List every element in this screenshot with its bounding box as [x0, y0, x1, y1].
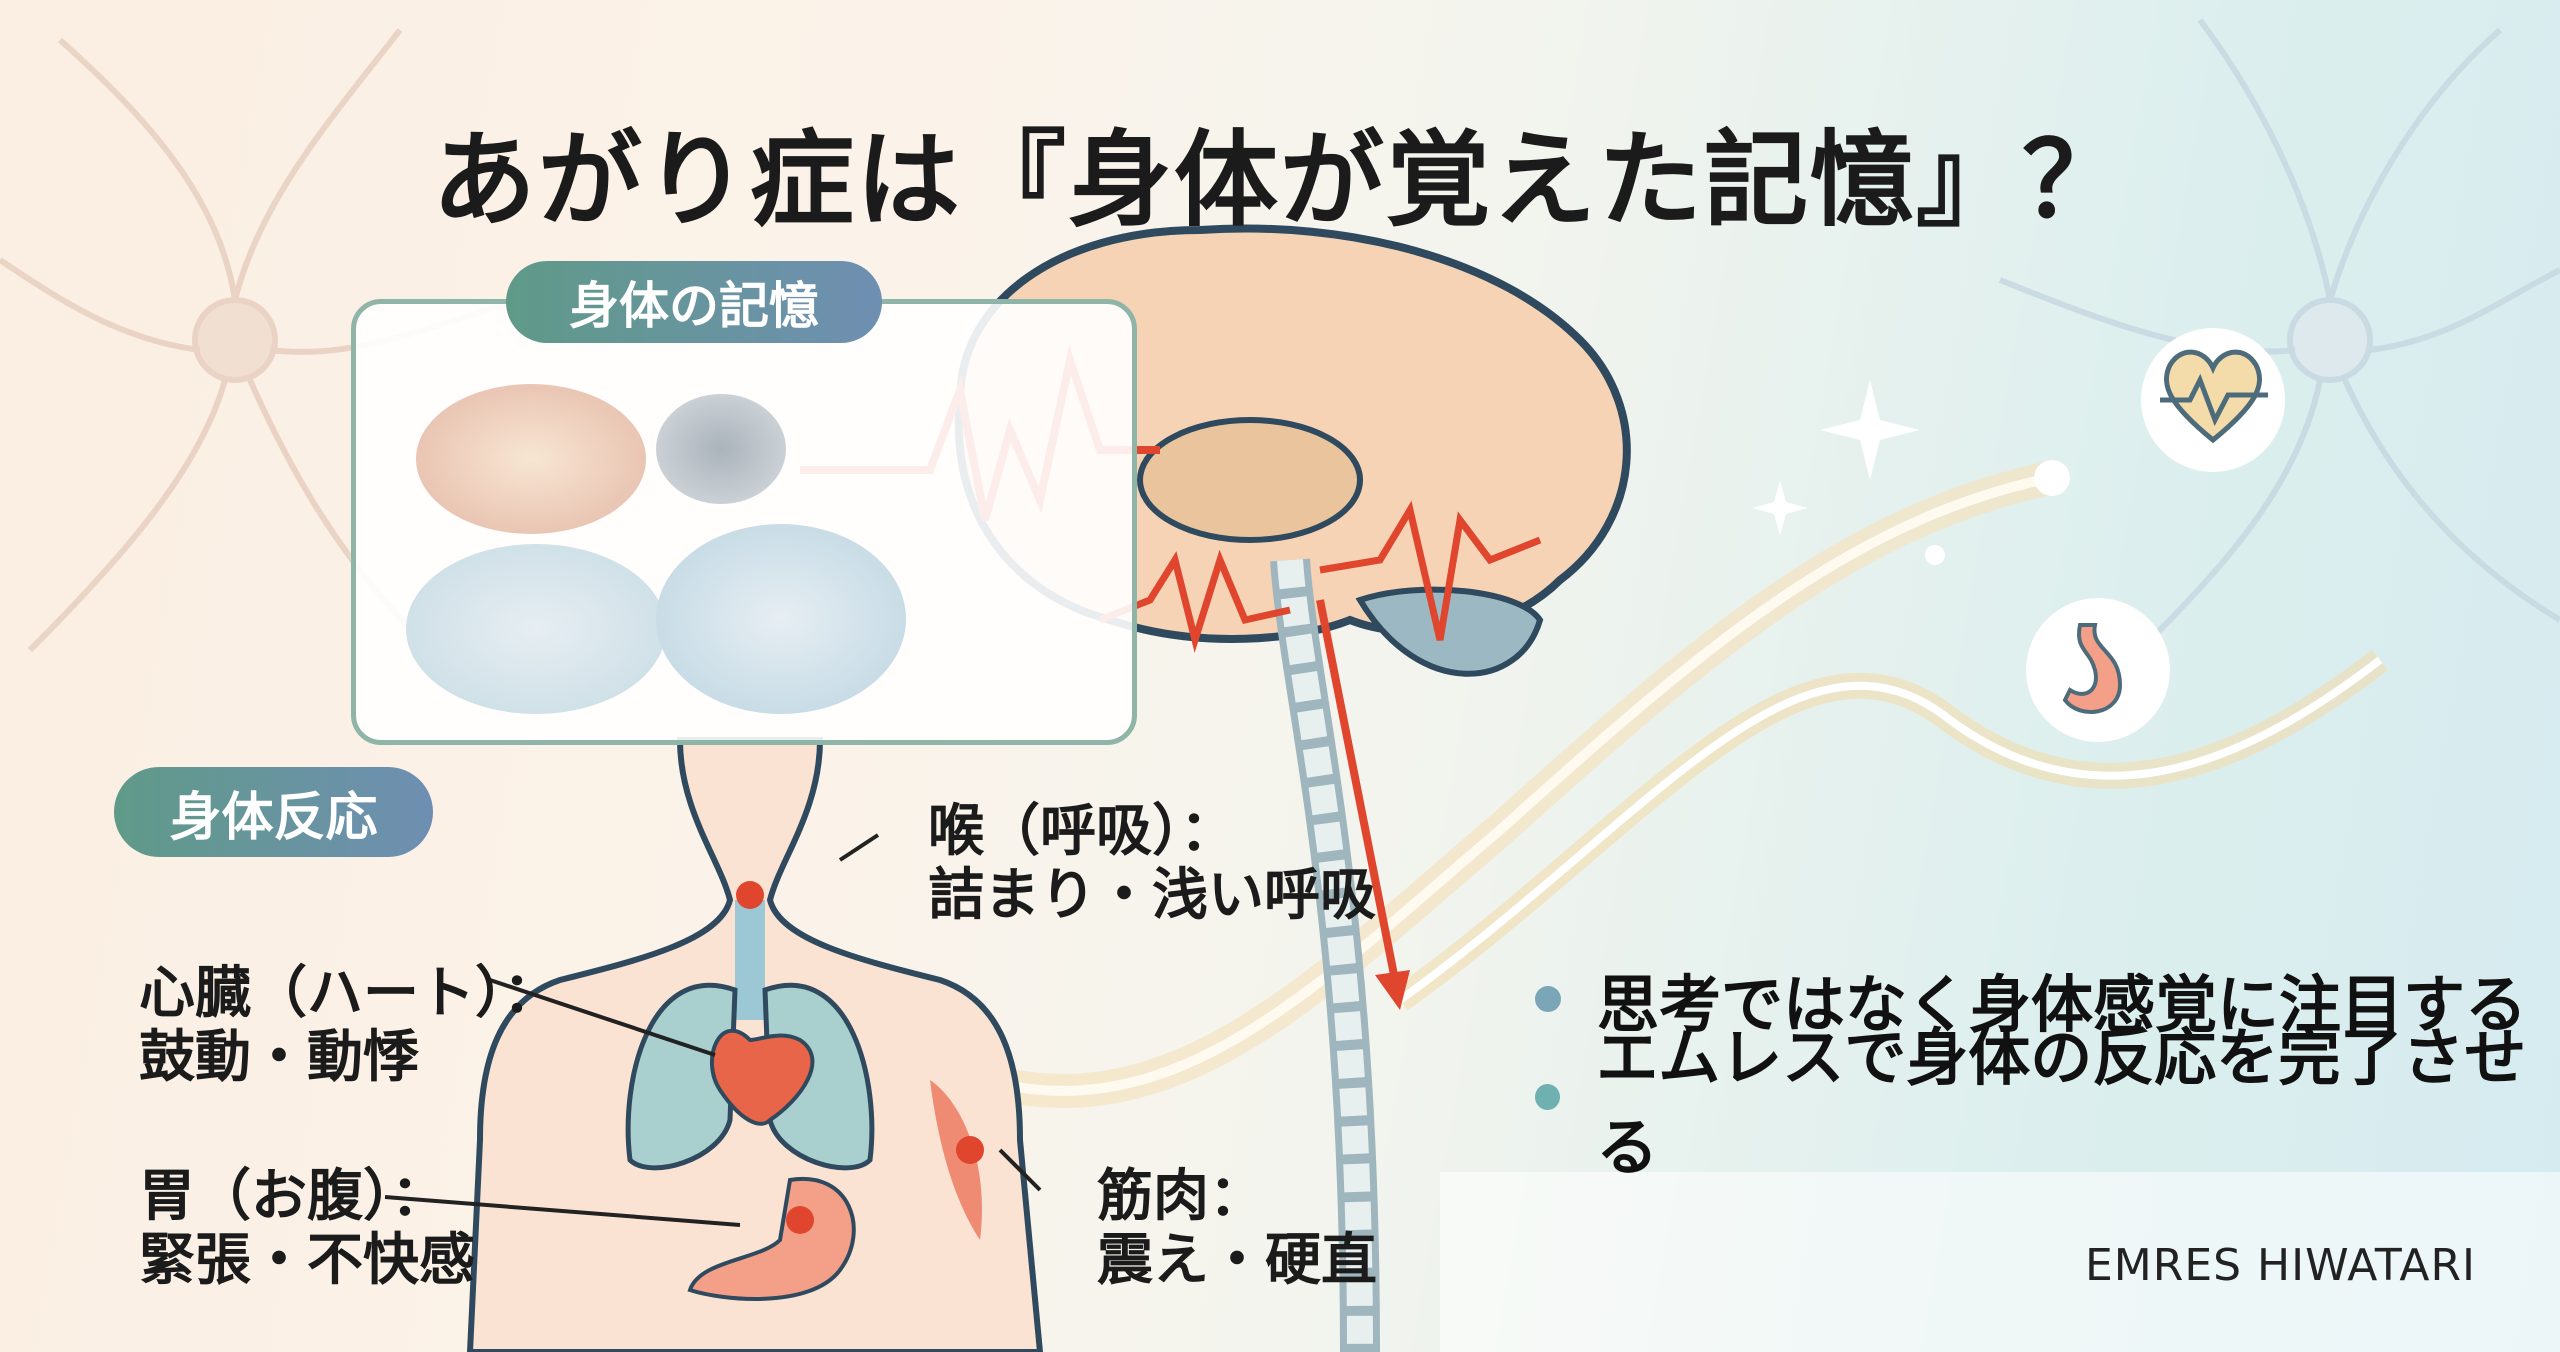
left-lung-illustration	[625, 982, 738, 1171]
annotation-heading: 心臓（ハート）：	[139, 961, 559, 1026]
bullet-dot-icon	[1535, 986, 1561, 1012]
bottom-band	[1440, 1172, 2560, 1352]
body-illustration	[384, 737, 1044, 1352]
memory-panel-label: 身体の記憶	[506, 261, 882, 343]
brand-name: EMRES HIWATARI	[2085, 1240, 2477, 1291]
right-lung-illustration	[762, 982, 875, 1171]
neuron-right-illustration	[1998, 18, 2560, 643]
muscle-illustration	[930, 1080, 982, 1240]
leader-lines	[384, 833, 1042, 1227]
neuron-left-illustration	[0, 28, 521, 653]
memory-scene-walking	[656, 524, 906, 714]
bullet-dot-icon	[1535, 1084, 1561, 1110]
memory-scene-meeting	[406, 544, 666, 714]
key-point: 思考ではなく身体感覚に注目する	[1535, 950, 2560, 1048]
key-point-text: 思考ではなく身体感覚に注目する	[1597, 968, 2528, 1041]
annotation-throat: 喉（呼吸）： 詰まり・浅い呼吸	[928, 800, 1376, 928]
heart-illustration	[710, 1028, 815, 1126]
annotation-heart: 心臓（ハート）： 鼓動・動悸	[139, 962, 559, 1090]
key-points: 思考ではなく身体感覚に注目する エムレスで身体の反応を完了させる	[1535, 950, 2560, 1184]
stomach-illustration	[687, 1176, 856, 1301]
annotation-detail: 緊張・不快感	[139, 1228, 475, 1293]
key-point-text: エムレスで身体の反応を完了させる	[1596, 1021, 2527, 1184]
trachea-illustration	[735, 900, 765, 1020]
signal-arrow	[1316, 599, 1399, 981]
stomach-icon	[2026, 598, 2170, 742]
memory-scene-stage	[416, 384, 646, 534]
memory-panel	[351, 299, 1137, 745]
heart-pulse-icon	[2141, 328, 2285, 472]
annotation-heading: 喉（呼吸）：	[928, 799, 1236, 864]
flow-wave	[922, 380, 2388, 1108]
annotation-muscle: 筋肉： 震え・硬直	[1097, 1165, 1377, 1293]
annotation-stomach: 胃（お腹）： 緊張・不快感	[139, 1165, 475, 1293]
annotation-heading: 筋肉：	[1097, 1164, 1265, 1229]
annotation-detail: 震え・硬直	[1097, 1228, 1377, 1293]
body-reaction-label: 身体反応	[114, 767, 433, 857]
annotation-detail: 詰まり・浅い呼吸	[928, 863, 1376, 928]
annotation-heading: 胃（お腹）：	[139, 1164, 447, 1229]
page-title: あがり症は『身体が覚えた記憶』？	[431, 119, 2128, 241]
smoke-illustration	[656, 394, 786, 504]
annotation-detail: 鼓動・動悸	[139, 1025, 419, 1090]
key-point: エムレスで身体の反応を完了させる	[1535, 1021, 2560, 1184]
